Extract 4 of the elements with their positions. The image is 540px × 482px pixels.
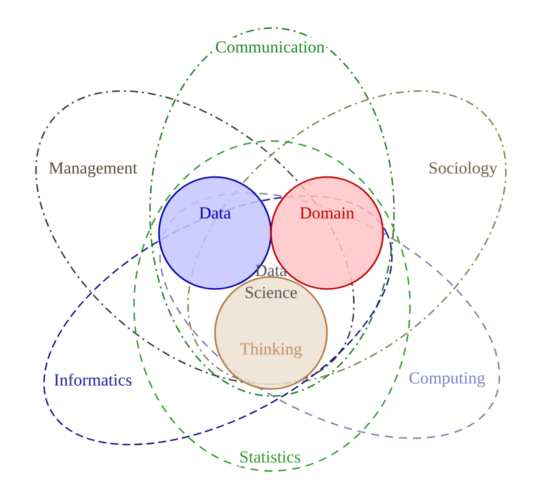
circle-label: Thinking bbox=[238, 340, 304, 358]
circle-label: Domain bbox=[298, 204, 356, 222]
circle-label: Data bbox=[198, 204, 232, 222]
center-label: Data Science bbox=[244, 260, 298, 304]
